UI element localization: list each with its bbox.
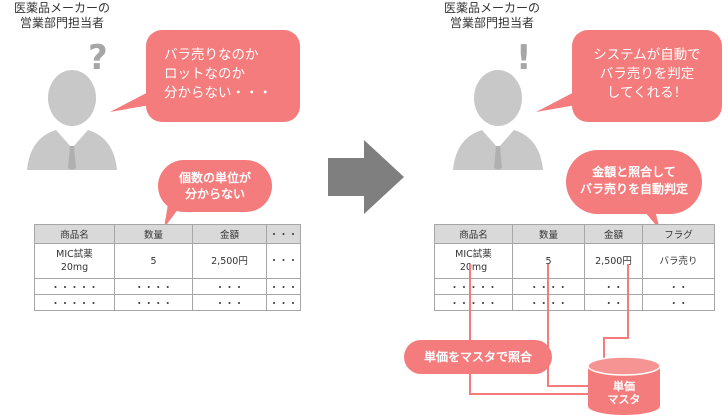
right-callout-line-2: バラ売りを自動判定	[579, 182, 688, 196]
table-cell: ・・・	[266, 294, 301, 311]
left-bubble-tail	[110, 88, 156, 112]
table-cell: ・・・・・	[34, 294, 115, 311]
right-person-title-line1: 医薬品メーカーの	[443, 1, 540, 15]
right-header-flag: フラグ	[642, 224, 715, 244]
left-callout-tail	[164, 204, 182, 228]
right-bubble-line-3: してくれる！	[606, 85, 688, 101]
table-cell: ・・・・・	[34, 278, 115, 295]
left-person-title: 医薬品メーカーの 営業部門担当者	[2, 1, 122, 31]
master-database-icon	[587, 356, 661, 415]
right-bubble-line-1: システムが自動で	[593, 47, 701, 63]
left-callout-line-1: 個数の単位が	[178, 171, 251, 185]
left-speech-bubble: バラ売りなのか ロットなのか 分からない・・・	[146, 30, 300, 122]
table-cell: MIC試薬 20mg	[434, 243, 513, 279]
table-cell: ・・	[584, 278, 643, 295]
table-cell: ・・・	[266, 243, 301, 279]
left-person-title-line2: 営業部門担当者	[19, 16, 104, 30]
table-cell: バラ売り	[642, 243, 715, 279]
left-header-product: 商品名	[34, 224, 115, 244]
right-person-title: 医薬品メーカーの 営業部門担当者	[432, 1, 552, 31]
table-cell: ・・	[584, 294, 643, 311]
table-cell: ・・・・	[114, 294, 193, 311]
right-callout-line-1: 金額と照合して	[592, 165, 676, 179]
transition-arrow	[328, 140, 404, 214]
right-data-table: 商品名 数量 金額 フラグ MIC試薬 20mg 5 2,500円 バラ売り ・…	[434, 224, 715, 311]
match-label: 単価をマスタで照合	[423, 350, 532, 364]
table-cell: ・・・・・	[434, 294, 513, 311]
table-cell: ・・・・・	[434, 278, 513, 295]
match-label-pill: 単価をマスタで照合	[404, 340, 552, 374]
table-cell: 5	[512, 243, 585, 279]
right-header-quantity: 数量	[512, 224, 585, 244]
table-cell: 2,500円	[584, 243, 643, 279]
left-bubble-line-2: ロットなのか	[164, 66, 245, 82]
table-cell: ・・・・	[512, 294, 585, 311]
table-cell: ・・・・	[512, 278, 585, 295]
right-speech-bubble: システムが自動で バラ売りを判定 してくれる！	[572, 30, 722, 122]
table-cell: 5	[114, 243, 193, 279]
right-header-amount: 金額	[584, 224, 643, 244]
master-label: 単価 マスタ	[586, 380, 662, 406]
left-data-table: 商品名 数量 金額 ・・・ MIC試薬 20mg 5 2,500円 ・・・ ・・…	[34, 224, 301, 311]
left-bubble-line-1: バラ売りなのか	[164, 47, 259, 63]
right-header-product: 商品名	[434, 224, 513, 244]
left-callout: 個数の単位が 分からない	[158, 160, 272, 212]
left-header-more: ・・・	[266, 224, 301, 244]
left-callout-line-2: 分からない	[184, 187, 245, 201]
master-label-line2: マスタ	[607, 393, 641, 406]
right-bubble-line-2: バラ売りを判定	[599, 66, 695, 82]
table-cell: ・・	[642, 294, 715, 311]
table-cell: 2,500円	[192, 243, 267, 279]
master-label-line1: 単価	[613, 380, 635, 393]
table-cell: MIC試薬 20mg	[34, 243, 115, 279]
table-cell: ・・	[642, 278, 715, 295]
exclamation-mark-icon: !	[516, 38, 532, 78]
right-person-title-line2: 営業部門担当者	[449, 16, 534, 30]
right-bubble-tail	[536, 88, 582, 112]
table-cell: ・・・・	[114, 278, 193, 295]
right-person-icon	[453, 70, 543, 170]
left-person-title-line1: 医薬品メーカーの	[13, 1, 110, 15]
table-cell: ・・・	[266, 278, 301, 295]
left-header-amount: 金額	[192, 224, 267, 244]
table-cell: ・・・	[192, 294, 267, 311]
left-person-icon	[27, 70, 117, 170]
left-bubble-line-3: 分からない・・・	[164, 85, 272, 101]
left-header-quantity: 数量	[114, 224, 193, 244]
question-mark-icon: ?	[88, 38, 108, 78]
right-callout: 金額と照合して バラ売りを自動判定	[566, 150, 702, 214]
table-cell: ・・・	[192, 278, 267, 295]
